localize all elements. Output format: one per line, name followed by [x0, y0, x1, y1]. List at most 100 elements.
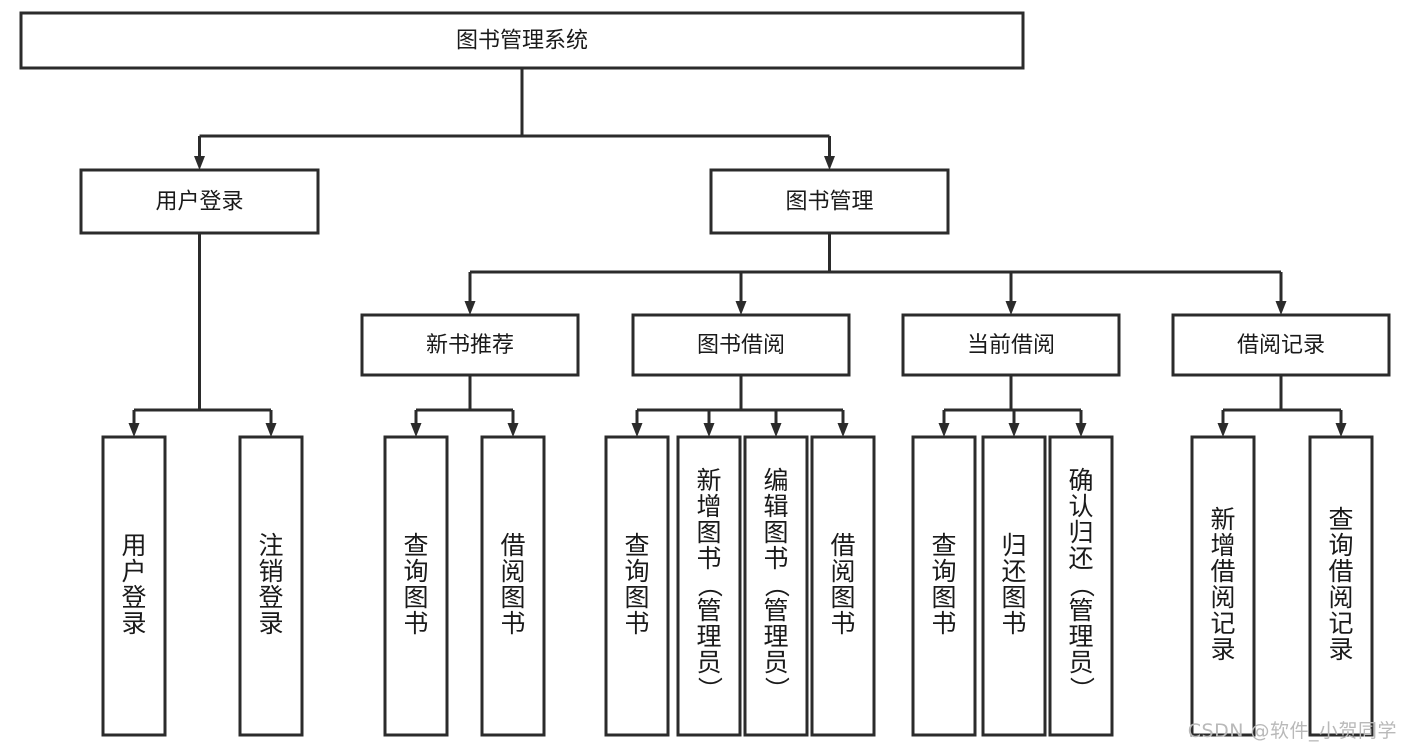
node-borrow-records[interactable]: 借阅记录	[1171, 313, 1391, 377]
node-book-management[interactable]: 图书管理	[709, 168, 950, 235]
leaf-label-char: （	[1067, 572, 1096, 597]
node-label: 当前借阅	[967, 333, 1055, 358]
leaf-label-char: 确	[1068, 466, 1093, 495]
leaf-label-char: 图	[696, 518, 721, 547]
leaf-label-char: （	[762, 572, 791, 597]
leaf-label-char: 归	[1001, 531, 1026, 560]
leaf-label-char: 注	[258, 531, 283, 560]
leaf-label-char: 图	[763, 518, 788, 547]
leaf-label-char: 理	[696, 622, 721, 651]
arrow-head-icon	[735, 301, 747, 315]
node-label: 新书推荐	[426, 333, 514, 358]
leaf-label-char: 书	[696, 544, 721, 573]
leaf-label-char: 询	[1328, 531, 1353, 560]
leaf-label-char: 辑	[763, 492, 788, 521]
leaf-label-char: 员	[763, 648, 788, 677]
node-label: 图书借阅	[697, 333, 785, 358]
leaf-label-char: ）	[1067, 676, 1096, 701]
arrow-head-icon	[1008, 423, 1020, 437]
csdn-watermark: CSDN @软件_小贺同学	[1187, 720, 1397, 742]
leaf-label-char: 录	[1328, 635, 1353, 664]
arrow-head-icon	[410, 423, 422, 437]
node-label: 用户登录	[155, 190, 243, 215]
arrow-head-icon	[837, 423, 849, 437]
leaf-label-char: 阅	[500, 557, 525, 586]
arrow-head-icon	[1075, 423, 1087, 437]
leaf-label-char: 户	[121, 557, 146, 586]
leaf-label-char: 登	[258, 583, 283, 612]
leaf-label-char: 图	[830, 583, 855, 612]
leaf-label-char: 查	[931, 531, 956, 560]
leaf-label-char: 记	[1328, 609, 1353, 638]
leaf-label-char: 图	[931, 583, 956, 612]
leaf-label-char: 录	[258, 609, 283, 638]
leaf-label-char: 书	[763, 544, 788, 573]
node-current-borrowing[interactable]: 当前借阅	[901, 313, 1121, 377]
node-book-borrowing[interactable]: 图书借阅	[631, 313, 851, 377]
arrow-head-icon	[770, 423, 782, 437]
arrow-head-icon	[507, 423, 519, 437]
arrow-head-icon	[464, 301, 476, 315]
leaf-label-char: 还	[1068, 544, 1093, 573]
leaf-label-char: 录	[1210, 635, 1235, 664]
leaf-label-char: 图	[1001, 583, 1026, 612]
leaf-label-char: 书	[403, 609, 428, 638]
leaf-label-char: 图	[500, 583, 525, 612]
leaf-label-char: 查	[403, 531, 428, 560]
node-label: 图书管理	[785, 190, 873, 215]
leaf-label-char: （	[695, 572, 724, 597]
leaf-label-char: 借	[830, 531, 855, 560]
node-leaf-user-login[interactable]: 用户登录	[101, 435, 167, 737]
leaf-label-char: 阅	[1328, 583, 1353, 612]
leaf-label-char: 书	[500, 609, 525, 638]
leaf-label-char: 借	[500, 531, 525, 560]
leaf-label-char: 归	[1068, 518, 1093, 547]
leaf-label-char: 认	[1068, 492, 1093, 521]
node-user-login[interactable]: 用户登录	[79, 168, 320, 235]
arrow-head-icon	[938, 423, 950, 437]
leaf-label-char: 登	[121, 583, 146, 612]
leaf-label-char: 录	[121, 609, 146, 638]
arrow-head-icon	[1005, 301, 1017, 315]
arrow-head-icon	[194, 156, 205, 170]
leaf-label-char: 新	[696, 466, 721, 495]
leaf-label-char: 阅	[830, 557, 855, 586]
leaf-label-char: 增	[696, 492, 721, 521]
leaf-label-char: 理	[1068, 622, 1093, 651]
leaf-label-char: 员	[696, 648, 721, 677]
node-new-book-recommendation[interactable]: 新书推荐	[360, 313, 580, 377]
node-layer: 图书管理系统用户登录图书管理新书推荐图书借阅当前借阅借阅记录用户登录注销登录查询…	[19, 11, 1391, 737]
leaf-label-char: 新	[1210, 505, 1235, 534]
leaf-label-char: 销	[258, 557, 283, 586]
leaf-label-char: 还	[1001, 557, 1026, 586]
leaf-label-char: 图	[624, 583, 649, 612]
leaf-label-char: 询	[403, 557, 428, 586]
node-root[interactable]: 图书管理系统	[19, 11, 1025, 70]
leaf-label-char: 询	[624, 557, 649, 586]
leaf-label-char: ）	[695, 676, 724, 701]
arrow-head-icon	[128, 423, 140, 437]
leaf-label-char: ）	[762, 676, 791, 701]
leaf-label-char: 书	[624, 609, 649, 638]
node-label: 图书管理系统	[456, 29, 588, 54]
leaf-label-char: 管	[1068, 596, 1093, 625]
leaf-label-char: 理	[763, 622, 788, 651]
leaf-label-char: 借	[1210, 557, 1235, 586]
leaf-label-char: 查	[1328, 505, 1353, 534]
leaf-label-char: 查	[624, 531, 649, 560]
arrow-head-icon	[265, 423, 277, 437]
leaf-label-char: 管	[696, 596, 721, 625]
leaf-label-char: 用	[121, 531, 146, 560]
